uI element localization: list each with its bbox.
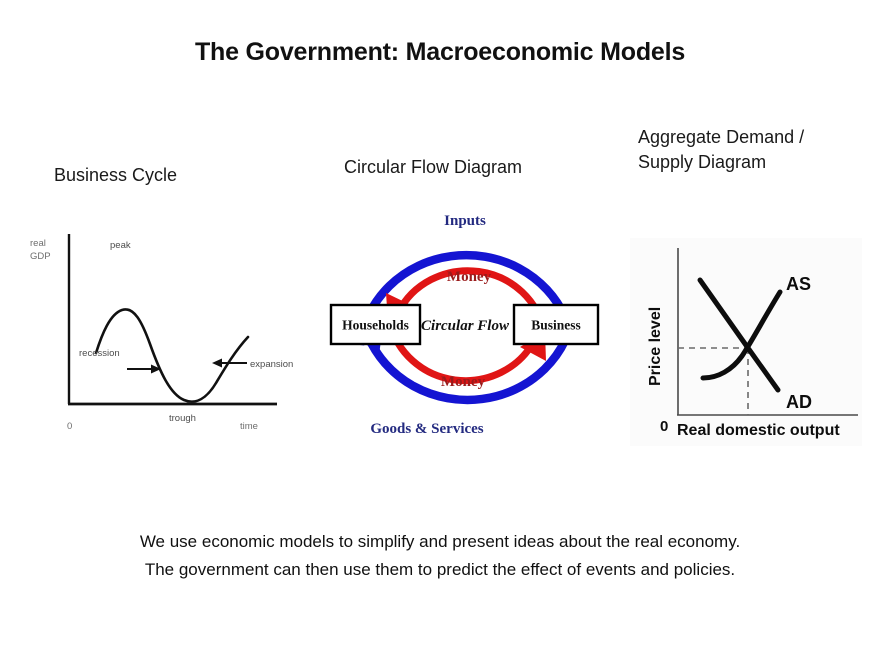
- cf-money-bottom-label: Money: [441, 374, 486, 390]
- bc-recession-label: recession: [79, 348, 120, 359]
- aggregate-demand-supply-diagram: AS AD Price level 0 Real domestic output: [630, 238, 862, 446]
- circular-flow-diagram: Households Business Circular Flow Inputs…: [322, 205, 612, 445]
- business-cycle-heading: Business Cycle: [54, 165, 178, 185]
- cf-business-box[interactable]: [512, 303, 600, 346]
- bc-ylabel-line1: real: [30, 238, 46, 249]
- cf-inputs-label: Inputs: [444, 213, 486, 229]
- ad-supply-curve: [700, 289, 783, 381]
- bc-origin-label: 0: [67, 421, 72, 432]
- cf-inner-bottom-arc: [386, 321, 538, 385]
- bc-expansion-label: expansion: [250, 359, 293, 370]
- bc-xlabel: time: [240, 421, 258, 432]
- bc-peak-label: peak: [110, 240, 131, 251]
- bc-ylabel-line2: GDP: [30, 251, 51, 262]
- cf-households-label: Households: [342, 318, 409, 333]
- ad-xlabel: Real domestic output: [677, 422, 840, 439]
- ad-supply-label: AS: [786, 274, 811, 294]
- bc-expansion-arrow-head: [212, 358, 222, 368]
- bc-recession-arrow-head: [151, 364, 161, 374]
- bc-trough-label: trough: [169, 413, 196, 424]
- ad-origin-label: 0: [660, 418, 668, 435]
- caption-block: We use economic models to simplify and p…: [0, 528, 880, 584]
- adas-heading-line2: Supply Diagram: [638, 152, 767, 172]
- caption-line-1: We use economic models to simplify and p…: [139, 532, 741, 551]
- cf-business-label: Business: [531, 318, 581, 333]
- cf-households-box[interactable]: [329, 303, 422, 346]
- adas-heading: Aggregate Demand / Supply Diagram: [638, 125, 848, 175]
- ad-ylabel: Price level: [647, 307, 664, 386]
- cf-center-label: Circular Flow: [421, 318, 510, 334]
- bc-gdp-curve: [94, 308, 250, 403]
- page-title: The Government: Macroeconomic Models: [194, 38, 686, 66]
- circular-flow-heading: Circular Flow Diagram: [344, 157, 523, 177]
- cf-outer-bottom-arc: [364, 308, 579, 405]
- business-cycle-diagram: real GDP 0 time peak trough recession ex…: [24, 226, 294, 446]
- ad-demand-curve: [697, 277, 781, 393]
- cf-money-top-label: Money: [447, 269, 492, 285]
- adas-heading-line1: Aggregate Demand /: [638, 127, 805, 147]
- cf-goods-services-label: Goods & Services: [370, 421, 483, 437]
- caption-line-2: The government can then use them to pred…: [144, 560, 736, 579]
- ad-demand-label: AD: [786, 392, 812, 412]
